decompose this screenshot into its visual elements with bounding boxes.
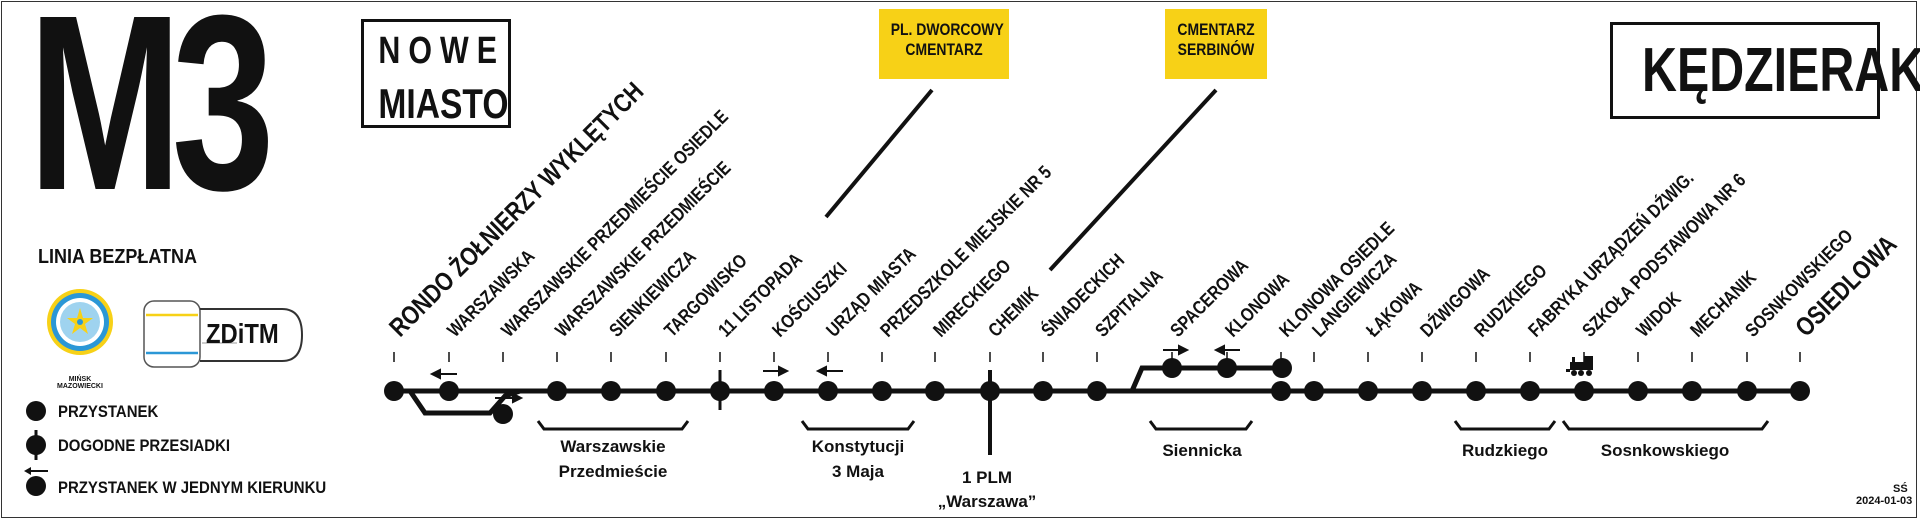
stop-dot [872,381,892,401]
zone-brackets [536,420,1770,431]
stop-dot [1790,381,1810,401]
zone-label: Rudzkiego [1462,441,1548,460]
stop-dot [1087,381,1107,401]
transfer-box-serbinow: CMENTARZ SERBINÓW [1165,9,1267,79]
stop-dot [1304,381,1324,401]
stop-dot [710,381,730,401]
transfer-connector-dworcowy [824,88,934,219]
stop-dot [1033,381,1053,401]
zone-bracket-rudzkiego [1453,420,1557,431]
zone-bracket-sosnkowskiego [1561,420,1770,431]
transfer-box-line1: PL. DWORCOWY [890,20,1004,39]
minsk-coat-of-arms-icon [47,289,113,355]
zditm-logo-text: ZDiTM [206,318,279,349]
end-terminus-box: KĘDZIERAK [1610,22,1920,119]
line-number: M3 [28,0,275,242]
zone-label: 3 Maja [832,462,885,481]
zone-bracket-warszawskie [536,420,690,431]
stop-dot [764,381,784,401]
stop-dot [1412,381,1432,401]
stop-dot-branch [493,404,513,424]
legend-stop-icon [26,401,46,421]
stop-tick-marks [393,352,1801,362]
zone-label: „Warszawa” [938,492,1037,511]
zone-label: Sosnkowskiego [1601,441,1729,460]
start-terminus-box: NOWE MIASTO [361,19,511,128]
zone-label: Konstytucji [812,437,905,456]
minsk-logo-label: MIŃSK MAZOWIECKI [57,376,103,390]
stop-dot [1682,381,1702,401]
legend-arrow-head [24,467,31,475]
stop-labels: RONDO ŻOŁNIERZY WYKLĘTYCHWARSZAWSKAWARSZ… [384,77,1903,343]
stop-dots [384,381,1810,401]
stop-dot [1466,381,1486,401]
stop-dot [656,381,676,401]
stop-dot [1358,381,1378,401]
stop-dot [818,381,838,401]
stop-dot [1574,381,1594,401]
stop-dot [1271,381,1291,401]
credit-initials: SŚ [1893,483,1908,495]
stop-dot [1628,381,1648,401]
stop-dot-branch [1272,358,1292,378]
stop-dot [439,381,459,401]
stop-dot-branch [1162,358,1182,378]
legend-one-way-icon [26,476,46,496]
stop-dot [1520,381,1540,401]
legend-stop-label: PRZYSTANEK [58,402,159,421]
start-terminus-line2: MIASTO [378,80,509,127]
legend-transfer-label: DOGODNE PRZESIADKI [58,436,231,455]
zone-bracket-siennicka [1148,420,1254,431]
stop-dot [601,381,621,401]
stop-dot-branch [1217,358,1237,378]
stop-label: RONDO ŻOŁNIERZY WYKLĘTYCH [384,77,650,343]
zditm-logo-icon [143,300,304,368]
stop-dot [925,381,945,401]
transfer-box-line1: CMENTARZ [1177,20,1255,39]
transfer-box-dworcowy: PL. DWORCOWY CMENTARZ [879,9,1009,79]
stop-dot [980,381,1000,401]
start-terminus-line1: NOWE [378,30,505,72]
legend-symbols [24,401,48,496]
zone-label: Siennicka [1162,441,1242,460]
branch-spacerowa [1129,365,1283,392]
zone-label: Przedmieście [559,462,668,481]
zone-label: 1 PLM [962,468,1012,487]
steam-locomotive-icon [1566,356,1593,376]
credit-date: 2024-01-03 [1856,495,1913,507]
direction-arrow-icon [429,344,1240,404]
stop-dot [1737,381,1757,401]
stop-dot [384,381,404,401]
line-description: LINIA BEZPŁATNA [38,246,197,268]
zone-label: Warszawskie [560,437,665,456]
transfer-connector-serbinow [1048,88,1218,272]
stop-dot [547,381,567,401]
stop-label: WIDOK [1632,287,1686,341]
legend-one-way-label: PRZYSTANEK W JEDNYM KIERUNKU [58,478,327,497]
zone-bracket-konstytucji [800,420,916,431]
branch-loop-start [407,388,521,416]
transfer-box-line2: SERBINÓW [1177,40,1255,59]
transfer-box-line2: CMENTARZ [905,40,983,59]
